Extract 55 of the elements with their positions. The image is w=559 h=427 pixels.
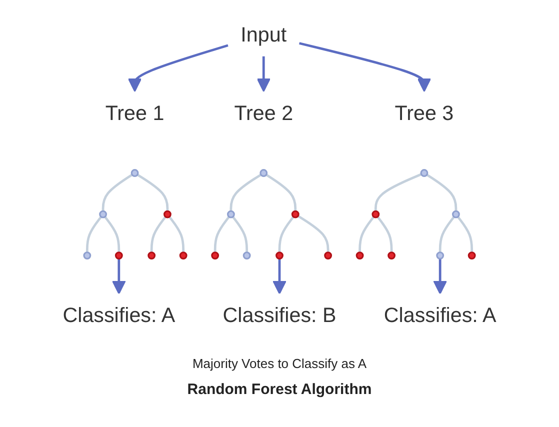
node-circle	[276, 252, 284, 260]
connector	[438, 216, 455, 252]
connector	[102, 174, 133, 212]
arrow	[272, 258, 286, 294]
arrow	[256, 56, 271, 92]
node-circle	[99, 210, 107, 218]
connector	[230, 174, 262, 212]
node-circle	[452, 210, 460, 218]
node-circle	[242, 252, 251, 260]
node-circle	[114, 252, 123, 260]
node-circle	[436, 252, 444, 260]
connector	[426, 174, 458, 212]
node-circle	[356, 252, 364, 260]
node-circle	[468, 252, 476, 260]
node-circle	[130, 169, 139, 177]
connector	[278, 216, 294, 252]
connector	[168, 216, 185, 252]
connector	[297, 214, 330, 252]
node-circle	[211, 252, 220, 260]
node-circle	[420, 169, 428, 177]
connector	[214, 216, 230, 252]
node-circle	[179, 252, 188, 260]
arrow	[299, 42, 432, 92]
connector	[232, 216, 248, 252]
arrow	[112, 258, 126, 294]
node-circle	[164, 210, 172, 218]
node-text: Tree 3	[394, 100, 454, 125]
diagram-title: Random Forest Algorithm	[187, 381, 372, 398]
arrow	[433, 258, 448, 294]
node-text: Tree 2	[234, 100, 294, 125]
node-circle	[83, 252, 92, 260]
node-circle	[260, 169, 268, 177]
random-forest-diagram: Input Tree 1 Classifies: A Tree 2 Classifies: B Tree 3 Classifies: A	[0, 0, 559, 350]
connector	[374, 173, 422, 212]
node-circle	[324, 252, 332, 260]
arrow	[128, 44, 228, 92]
node-text: Classifies: A	[62, 303, 176, 327]
connector	[136, 174, 169, 212]
connector	[150, 216, 166, 252]
node-circle	[148, 252, 156, 260]
node-circle	[226, 210, 235, 218]
node-text: Tree 1	[105, 100, 164, 125]
node-circle	[291, 210, 300, 218]
node-circle	[388, 252, 396, 260]
node-text: Classifies: B	[222, 303, 336, 327]
connector	[86, 216, 102, 252]
node-text: Classifies: A	[384, 303, 496, 327]
connector	[266, 174, 297, 212]
connector	[358, 216, 375, 252]
node-circle	[372, 210, 380, 218]
connector	[376, 216, 393, 252]
connector	[104, 216, 120, 252]
connector	[456, 216, 474, 252]
node-text: Input	[240, 22, 287, 46]
note-text: Majority Votes to Classify as A	[192, 356, 367, 371]
